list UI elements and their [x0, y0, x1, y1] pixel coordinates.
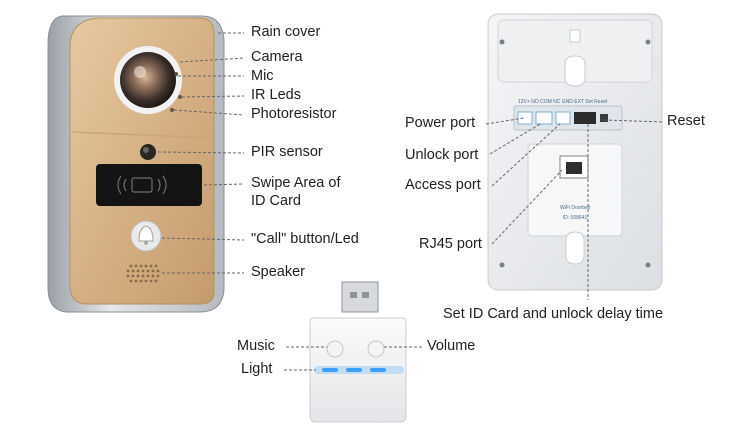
camera-lens [120, 52, 176, 108]
label-rain-cover: Rain cover [251, 24, 321, 40]
front-doorbell-unit [47, 15, 225, 313]
screw-holes [499, 39, 651, 268]
id-card-swipe-area [96, 164, 202, 206]
port-silkscreen: 12V+ NO COM NC GND EXT Set Reset [518, 99, 608, 105]
pir-glint [143, 147, 149, 153]
music-button [326, 340, 344, 358]
mic-hole [174, 72, 178, 76]
usb-plug [341, 281, 379, 313]
usb-chime-dongle [309, 281, 407, 423]
label-photoresistor: Photoresistor [251, 106, 337, 122]
label-rj45-port: RJ45 port [419, 236, 482, 252]
label-power-port: Power port [405, 115, 476, 131]
device-id-label: ID: 008641 [563, 215, 588, 221]
usb-pin-right [362, 292, 369, 298]
label-light: Light [241, 361, 273, 377]
label-call-button: "Call" button/Led [251, 231, 359, 247]
label-unlock-port: Unlock port [405, 147, 479, 163]
lens-glint [134, 66, 146, 78]
label-swipe-area-line1: Swipe Area of [251, 175, 341, 191]
label-reset: Reset [667, 113, 705, 129]
label-pir-sensor: PIR sensor [251, 144, 323, 160]
mount-slot-top [569, 29, 581, 43]
mount-keyhole-top [564, 55, 586, 87]
bell-clapper [144, 241, 148, 245]
photoresistor [170, 108, 174, 112]
back-mounting-plate: 12V+ NO COM NC GND EXT Set Reset WiFi Do… [487, 13, 663, 291]
back-leader-lines [485, 117, 665, 300]
label-access-port: Access port [405, 177, 481, 193]
blue-led-bar [314, 366, 404, 374]
panel-seam [71, 131, 215, 139]
front-leader-lines [157, 32, 245, 274]
label-volume: Volume [427, 338, 476, 354]
label-music: Music [237, 338, 275, 354]
rj45-socket [566, 162, 582, 174]
nfc-card-icon [117, 175, 167, 195]
label-speaker: Speaker [251, 264, 306, 280]
label-set-id-card: Set ID Card and unlock delay time [443, 306, 664, 322]
device-name-label: WiFi Doorbell [560, 205, 590, 211]
volume-button [367, 340, 385, 358]
bell-icon [138, 225, 154, 242]
mount-keyhole-bottom [565, 231, 585, 265]
label-mic: Mic [251, 68, 274, 84]
dongle-leader-lines [284, 346, 424, 371]
ir-led [178, 95, 182, 99]
terminal-connectors [517, 111, 608, 125]
usb-pin-left [350, 292, 357, 298]
label-camera: Camera [251, 49, 303, 65]
label-swipe-area-line2: ID Card [251, 193, 301, 209]
speaker-grille [126, 264, 160, 283]
label-ir-leds: IR Leds [251, 87, 301, 103]
